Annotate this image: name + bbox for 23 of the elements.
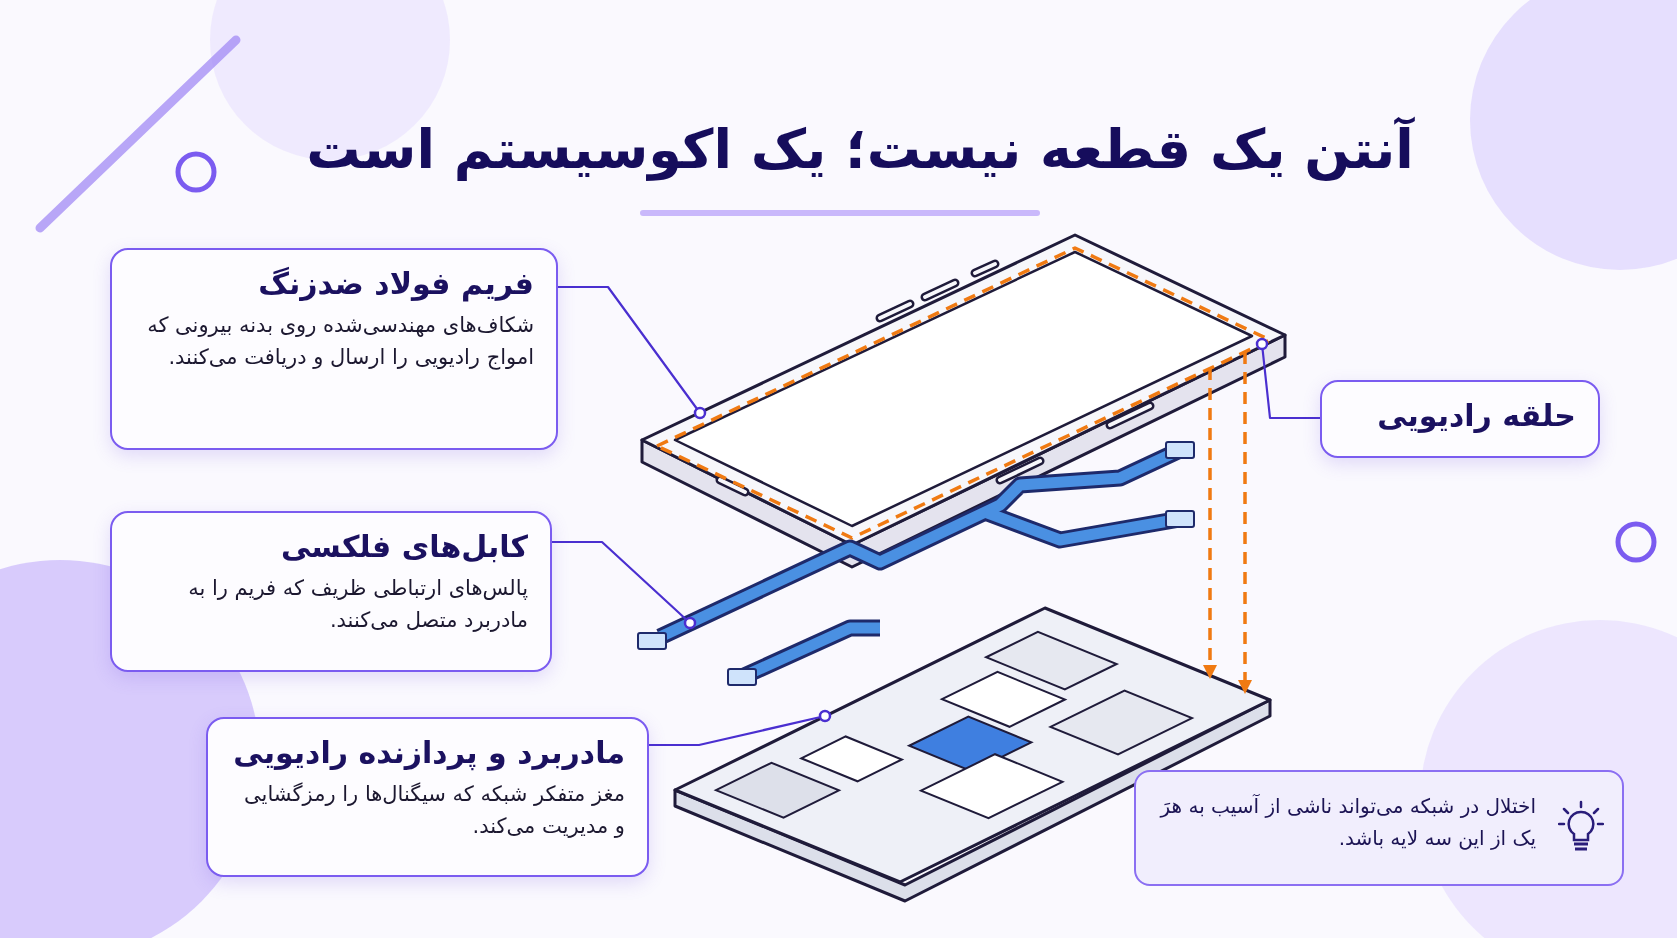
callout-card: [1320, 380, 1600, 458]
callout-card: [110, 248, 558, 450]
leader-line: [552, 540, 697, 630]
leader-line: [558, 285, 707, 420]
card-heading: فریم فولاد ضدزنگ: [257, 265, 534, 304]
phone-frame-drawing: [640, 233, 1287, 569]
flex-cable-drawing: [637, 441, 1195, 686]
callout-card: [206, 717, 649, 877]
leader-line: [1255, 337, 1320, 420]
callout-card: [110, 511, 552, 672]
leader-line: [649, 709, 832, 747]
card-text: مغز متفکر شبکه که سیگنال‌ها را رمزگشایی و مدیریت می‌کند.: [243, 780, 625, 841]
card-text: پالس‌های ارتباطی ظریف که فریم را به مادربرد متصل می‌کنند.: [187, 574, 528, 635]
arrow: [1203, 368, 1217, 679]
card-text: شکاف‌های مهندسی‌شده روی بدنه بیرونی که امواج رادیویی را ارسال و دریافت می‌کنند.: [146, 311, 534, 372]
tip-card: [1134, 770, 1624, 886]
card-heading: کابل‌های فلکسی: [280, 528, 528, 566]
card-heading: حلقه رادیویی: [1376, 397, 1576, 435]
arrow: [1238, 352, 1252, 694]
card-heading: مادربرد و پردازنده رادیویی: [232, 734, 625, 773]
tip-text: اختلال در شبکه می‌تواند ناشی از آسیب به هرَ یک از این سه لایه باشد.: [1158, 793, 1536, 852]
antenna-loop-drawing: [655, 246, 1272, 540]
title: آنتن یک قطعه نیست؛ یک اکوسیستم است: [305, 118, 1416, 181]
